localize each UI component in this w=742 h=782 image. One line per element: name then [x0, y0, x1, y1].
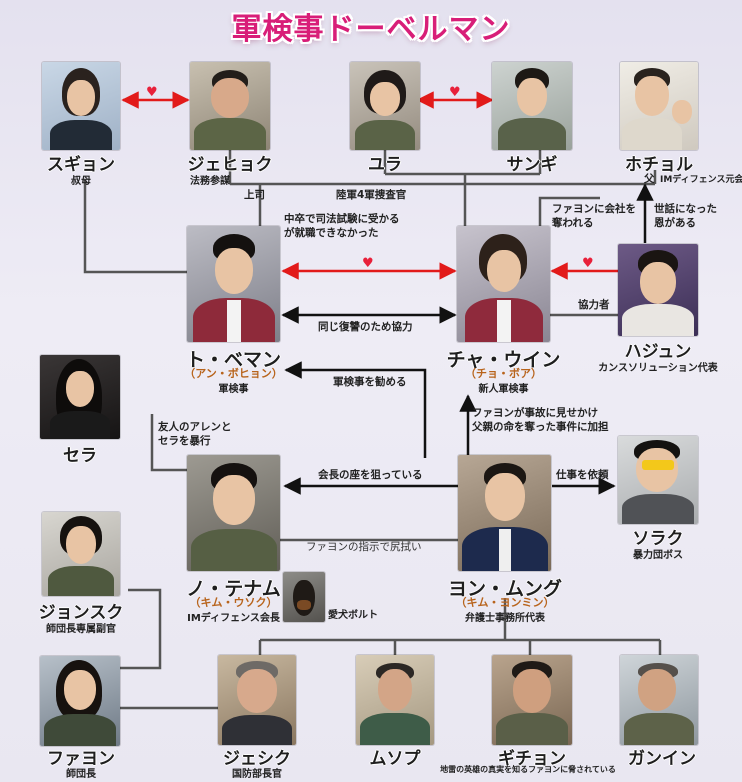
doberman-photo [187, 226, 280, 342]
hochol-name: ホチョル [625, 155, 693, 175]
notenam-role: IMディフェンス会長 [187, 613, 280, 624]
sera-photo [40, 355, 120, 439]
rel-kaichou: 会長の座を狙っている [318, 469, 423, 481]
gichon-name: ギチョン [498, 749, 566, 769]
rel-irai: 仕事を依頼 [556, 469, 609, 481]
hochol-role: IMディフェンス元会長 [660, 175, 742, 185]
page-title: 軍検事ドーベルマン [231, 12, 511, 47]
jeshik-photo [218, 655, 296, 745]
hochol-photo [620, 62, 698, 150]
rel-ubawareru-2: 奪われる [552, 217, 594, 229]
chawin-actor: （チョ・ボア） [465, 367, 542, 380]
fayon-role: 師団長 [66, 769, 96, 780]
rel-chusotsu-2: が就職できなかった [284, 227, 379, 239]
rel-jiko-2: 父親の命を奪った事件に加担 [472, 421, 609, 433]
rel-fukushu: 同じ復讐のため協力 [318, 321, 413, 333]
heart-icon: ♥ [362, 256, 374, 271]
gichon-role: 地雷の英雄の真実を知るファヨンに脅されている [440, 765, 616, 774]
rel-ubawareru-1: ファヨンに会社を [552, 203, 636, 215]
rel-rikugun: 陸軍4軍捜査官 [336, 189, 407, 201]
notenam-actor: （キム・ウソク） [189, 596, 278, 609]
sorak-role: 暴力団ボス [633, 550, 683, 561]
heart-icon: ♥ [449, 85, 461, 100]
rel-susumeru: 軍検事を勧める [333, 376, 407, 388]
yonmungu-role: 弁護士事務所代表 [465, 613, 545, 624]
rel-sewa-2: 恩がある [654, 217, 696, 229]
rel-kyouryokusha: 協力者 [578, 299, 610, 311]
musop-photo [356, 655, 434, 745]
jonsuku-role: 師団長専属副官 [46, 624, 116, 635]
dog-photo [283, 572, 325, 622]
sugyon-role: 叔母 [71, 176, 91, 187]
yonmungu-actor: （キム・ヨンミン） [455, 596, 555, 609]
jeshik-role: 国防部長官 [232, 769, 282, 780]
sugyon-name: スギョン [47, 155, 115, 175]
rel-bokou-2: セラを暴行 [158, 435, 211, 447]
jonsuku-photo [42, 512, 120, 596]
chawin-name: チャ・ウイン [446, 349, 561, 371]
gangin-photo [620, 655, 698, 745]
chawin-photo [457, 226, 550, 342]
chawin-role: 新人軍検事 [478, 384, 529, 395]
dog-name: 愛犬ボルト [328, 610, 378, 621]
jehyok-name: ジェヒョク [187, 155, 273, 175]
fayon-name: ファヨン [47, 749, 115, 769]
fayon-photo [40, 656, 120, 746]
gangin-name: ガンイン [628, 749, 696, 769]
sorak-photo [618, 436, 698, 524]
rel-joushi: 上司 [244, 189, 265, 201]
musop-name: ムソプ [369, 749, 421, 769]
notenam-photo [187, 455, 280, 571]
heart-icon: ♥ [146, 85, 158, 100]
yura-name: ユラ [368, 155, 402, 175]
notenam-name: ノ・テナム [186, 578, 281, 600]
doberman-name: ト・ベマン [185, 349, 281, 371]
sorak-name: ソラク [632, 529, 684, 549]
hajun-name: ハジュン [624, 342, 692, 362]
sugyon-photo [42, 62, 120, 150]
doberman-role: 軍検事 [218, 384, 249, 395]
sangi-photo [492, 62, 572, 150]
rel-shirinugui: ファヨンの指示で尻拭い [306, 541, 422, 553]
gichon-photo [492, 655, 572, 745]
hajun-photo [618, 244, 698, 336]
yonmungu-name: ヨン・ムング [447, 578, 562, 600]
yura-photo [350, 62, 420, 150]
jehyok-role: 法務参謀 [190, 176, 230, 187]
rel-chusotsu-1: 中卒で司法試験に受かる [284, 213, 400, 225]
jehyok-photo [190, 62, 270, 150]
doberman-actor: （アン・ボヒョン） [184, 367, 283, 380]
heart-icon: ♥ [582, 256, 594, 271]
jeshik-name: ジェシク [223, 749, 291, 769]
rel-jiko-1: ファヨンが事故に見せかけ [472, 407, 598, 419]
rel-chichi: 父 [644, 173, 655, 185]
hajun-role: カンスソリューション代表 [598, 363, 718, 374]
rel-sewa-1: 世話になった [654, 203, 717, 215]
jonsuku-name: ジョンスク [38, 603, 124, 623]
sera-name: セラ [63, 446, 97, 466]
sangi-name: サンギ [506, 155, 558, 175]
rel-bokou-1: 友人のアレンと [158, 421, 232, 433]
yonmungu-photo [458, 455, 551, 571]
